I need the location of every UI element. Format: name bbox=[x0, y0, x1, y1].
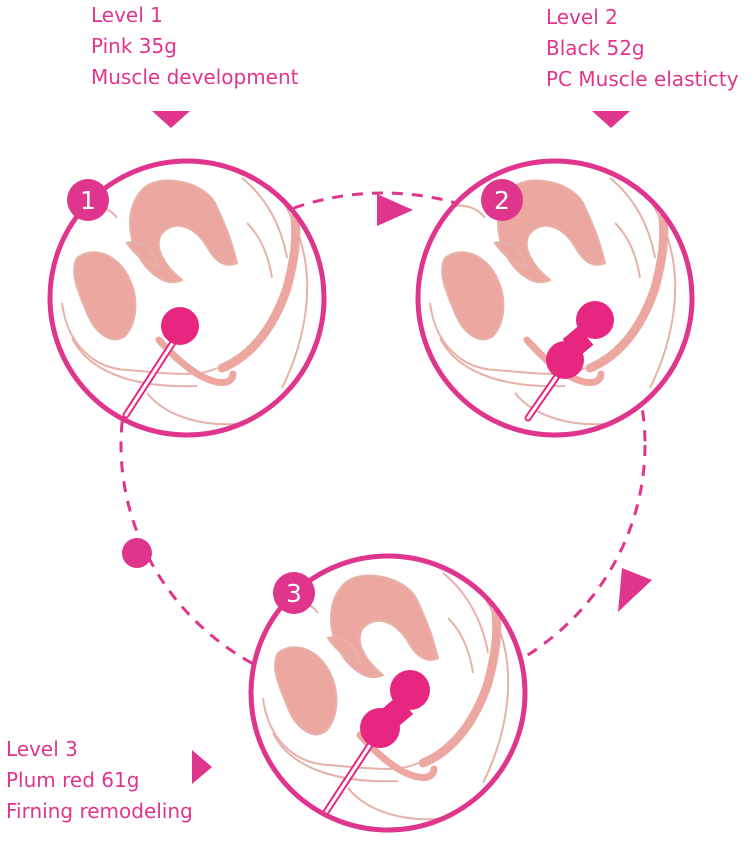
level-1-caption: Level 1 Pink 35g Muscle development bbox=[91, 0, 299, 93]
level-1-benefit: Muscle development bbox=[91, 65, 299, 89]
step-1-number: 1 bbox=[80, 186, 96, 215]
level-2-weight: Black 52g bbox=[546, 36, 645, 60]
level-3-illustration: 3 bbox=[248, 553, 528, 833]
level-1-illustration: 1 bbox=[47, 158, 327, 438]
level-2-caption: Level 2 Black 52g PC Muscle elasticty bbox=[546, 2, 739, 95]
step-3-number: 3 bbox=[286, 579, 302, 608]
step-3-badge bbox=[273, 572, 315, 614]
kegel-ball-single-icon bbox=[161, 307, 199, 345]
level-3-benefit: Firning remodeling bbox=[6, 799, 193, 823]
kegel-ball-plum-icon bbox=[360, 708, 400, 748]
step-1-badge bbox=[67, 179, 109, 221]
level-1-pointer-icon bbox=[152, 111, 190, 128]
dot-marker-icon bbox=[122, 538, 152, 568]
level-3-weight: Plum red 61g bbox=[6, 768, 140, 792]
level-2-pointer-icon bbox=[592, 111, 630, 128]
level-2-illustration: 2 bbox=[415, 158, 695, 438]
level-3-title: Level 3 bbox=[6, 737, 78, 761]
level-2-title: Level 2 bbox=[546, 5, 618, 29]
step-2-number: 2 bbox=[494, 186, 510, 215]
level-3-caption: Level 3 Plum red 61g Firning remodeling bbox=[6, 734, 193, 827]
step-2-badge bbox=[481, 179, 523, 221]
arrow-right-icon bbox=[377, 194, 413, 226]
level-2-benefit: PC Muscle elasticty bbox=[546, 67, 739, 91]
level-3-pointer-icon bbox=[192, 750, 212, 784]
kegel-ball-double-icon bbox=[546, 341, 584, 379]
level-1-weight: Pink 35g bbox=[91, 34, 177, 58]
level-1-title: Level 1 bbox=[91, 3, 163, 27]
arrow-down-left-icon bbox=[618, 568, 652, 612]
